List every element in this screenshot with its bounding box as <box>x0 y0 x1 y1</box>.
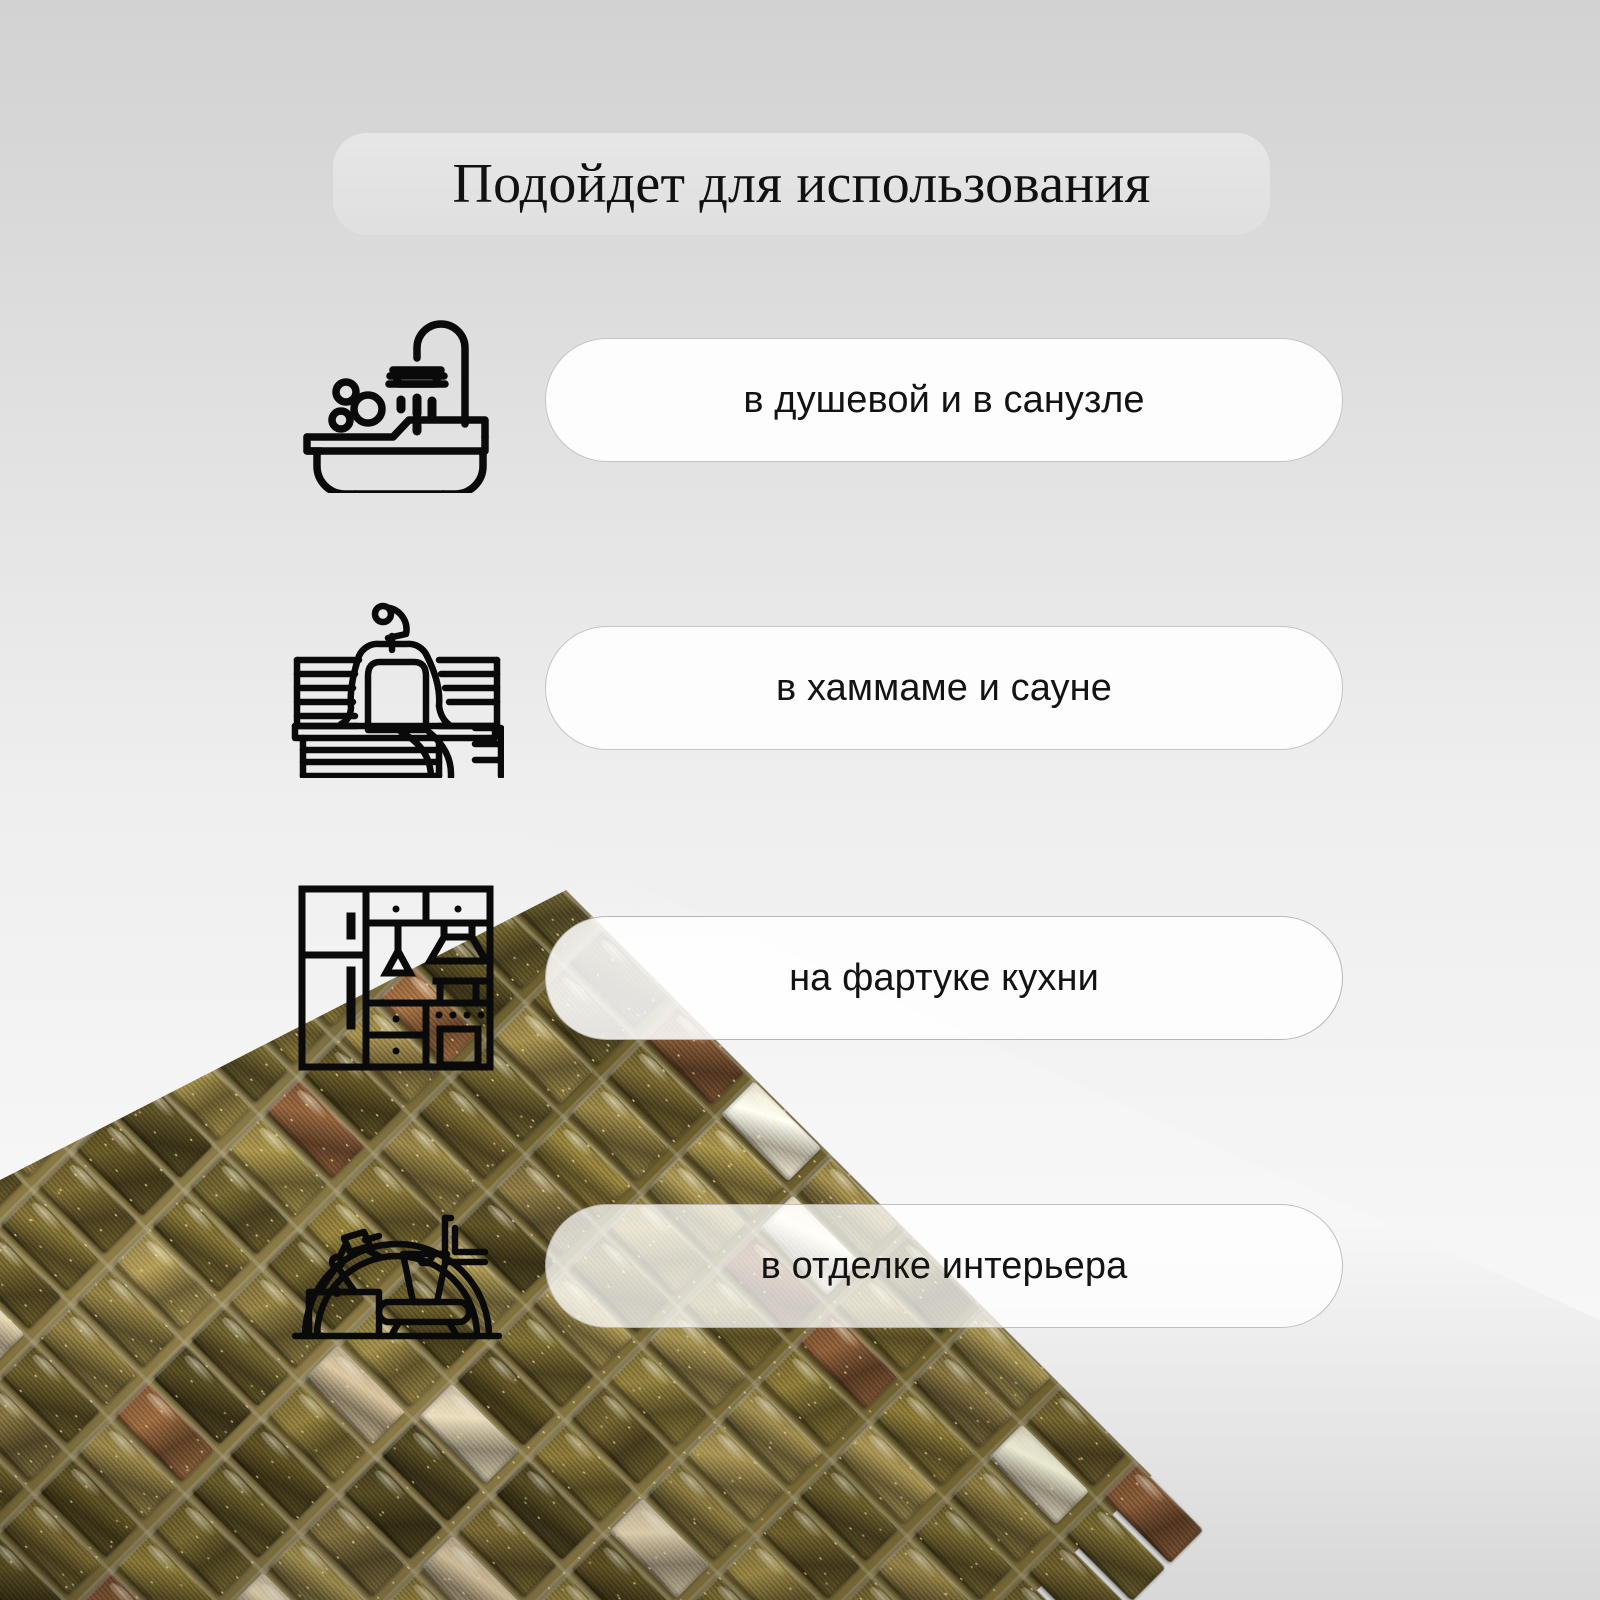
page-title-chip: Подойдет для использования <box>333 133 1270 235</box>
kitchen-cabinets-icon <box>272 885 520 1071</box>
feature-row-kitchen: на фартуке кухни <box>0 885 1600 1071</box>
feature-pill-interior[interactable]: в отделке интерьера <box>545 1204 1343 1328</box>
bathtub-shower-icon <box>272 310 520 493</box>
page-title: Подойдет для использования <box>452 153 1151 215</box>
feature-label-hammam: в хаммаме и сауне <box>776 666 1112 709</box>
feature-row-shower: в душевой и в санузле <box>0 310 1600 493</box>
feature-pill-kitchen[interactable]: на фартуке кухни <box>545 916 1343 1040</box>
feature-label-interior: в отделке интерьера <box>760 1244 1128 1287</box>
feature-row-hammam: в хаммаме и сауне <box>0 598 1600 778</box>
feature-label-kitchen: на фартуке кухни <box>789 956 1099 999</box>
feature-label-shower: в душевой и в санузле <box>743 378 1145 421</box>
sauna-bench-person-icon <box>272 598 520 778</box>
feature-pill-shower[interactable]: в душевой и в санузле <box>545 338 1343 462</box>
interior-arch-desk-chair-icon <box>272 1176 520 1356</box>
feature-row-interior: в отделке интерьера <box>0 1176 1600 1356</box>
feature-pill-hammam[interactable]: в хаммаме и сауне <box>545 626 1343 750</box>
